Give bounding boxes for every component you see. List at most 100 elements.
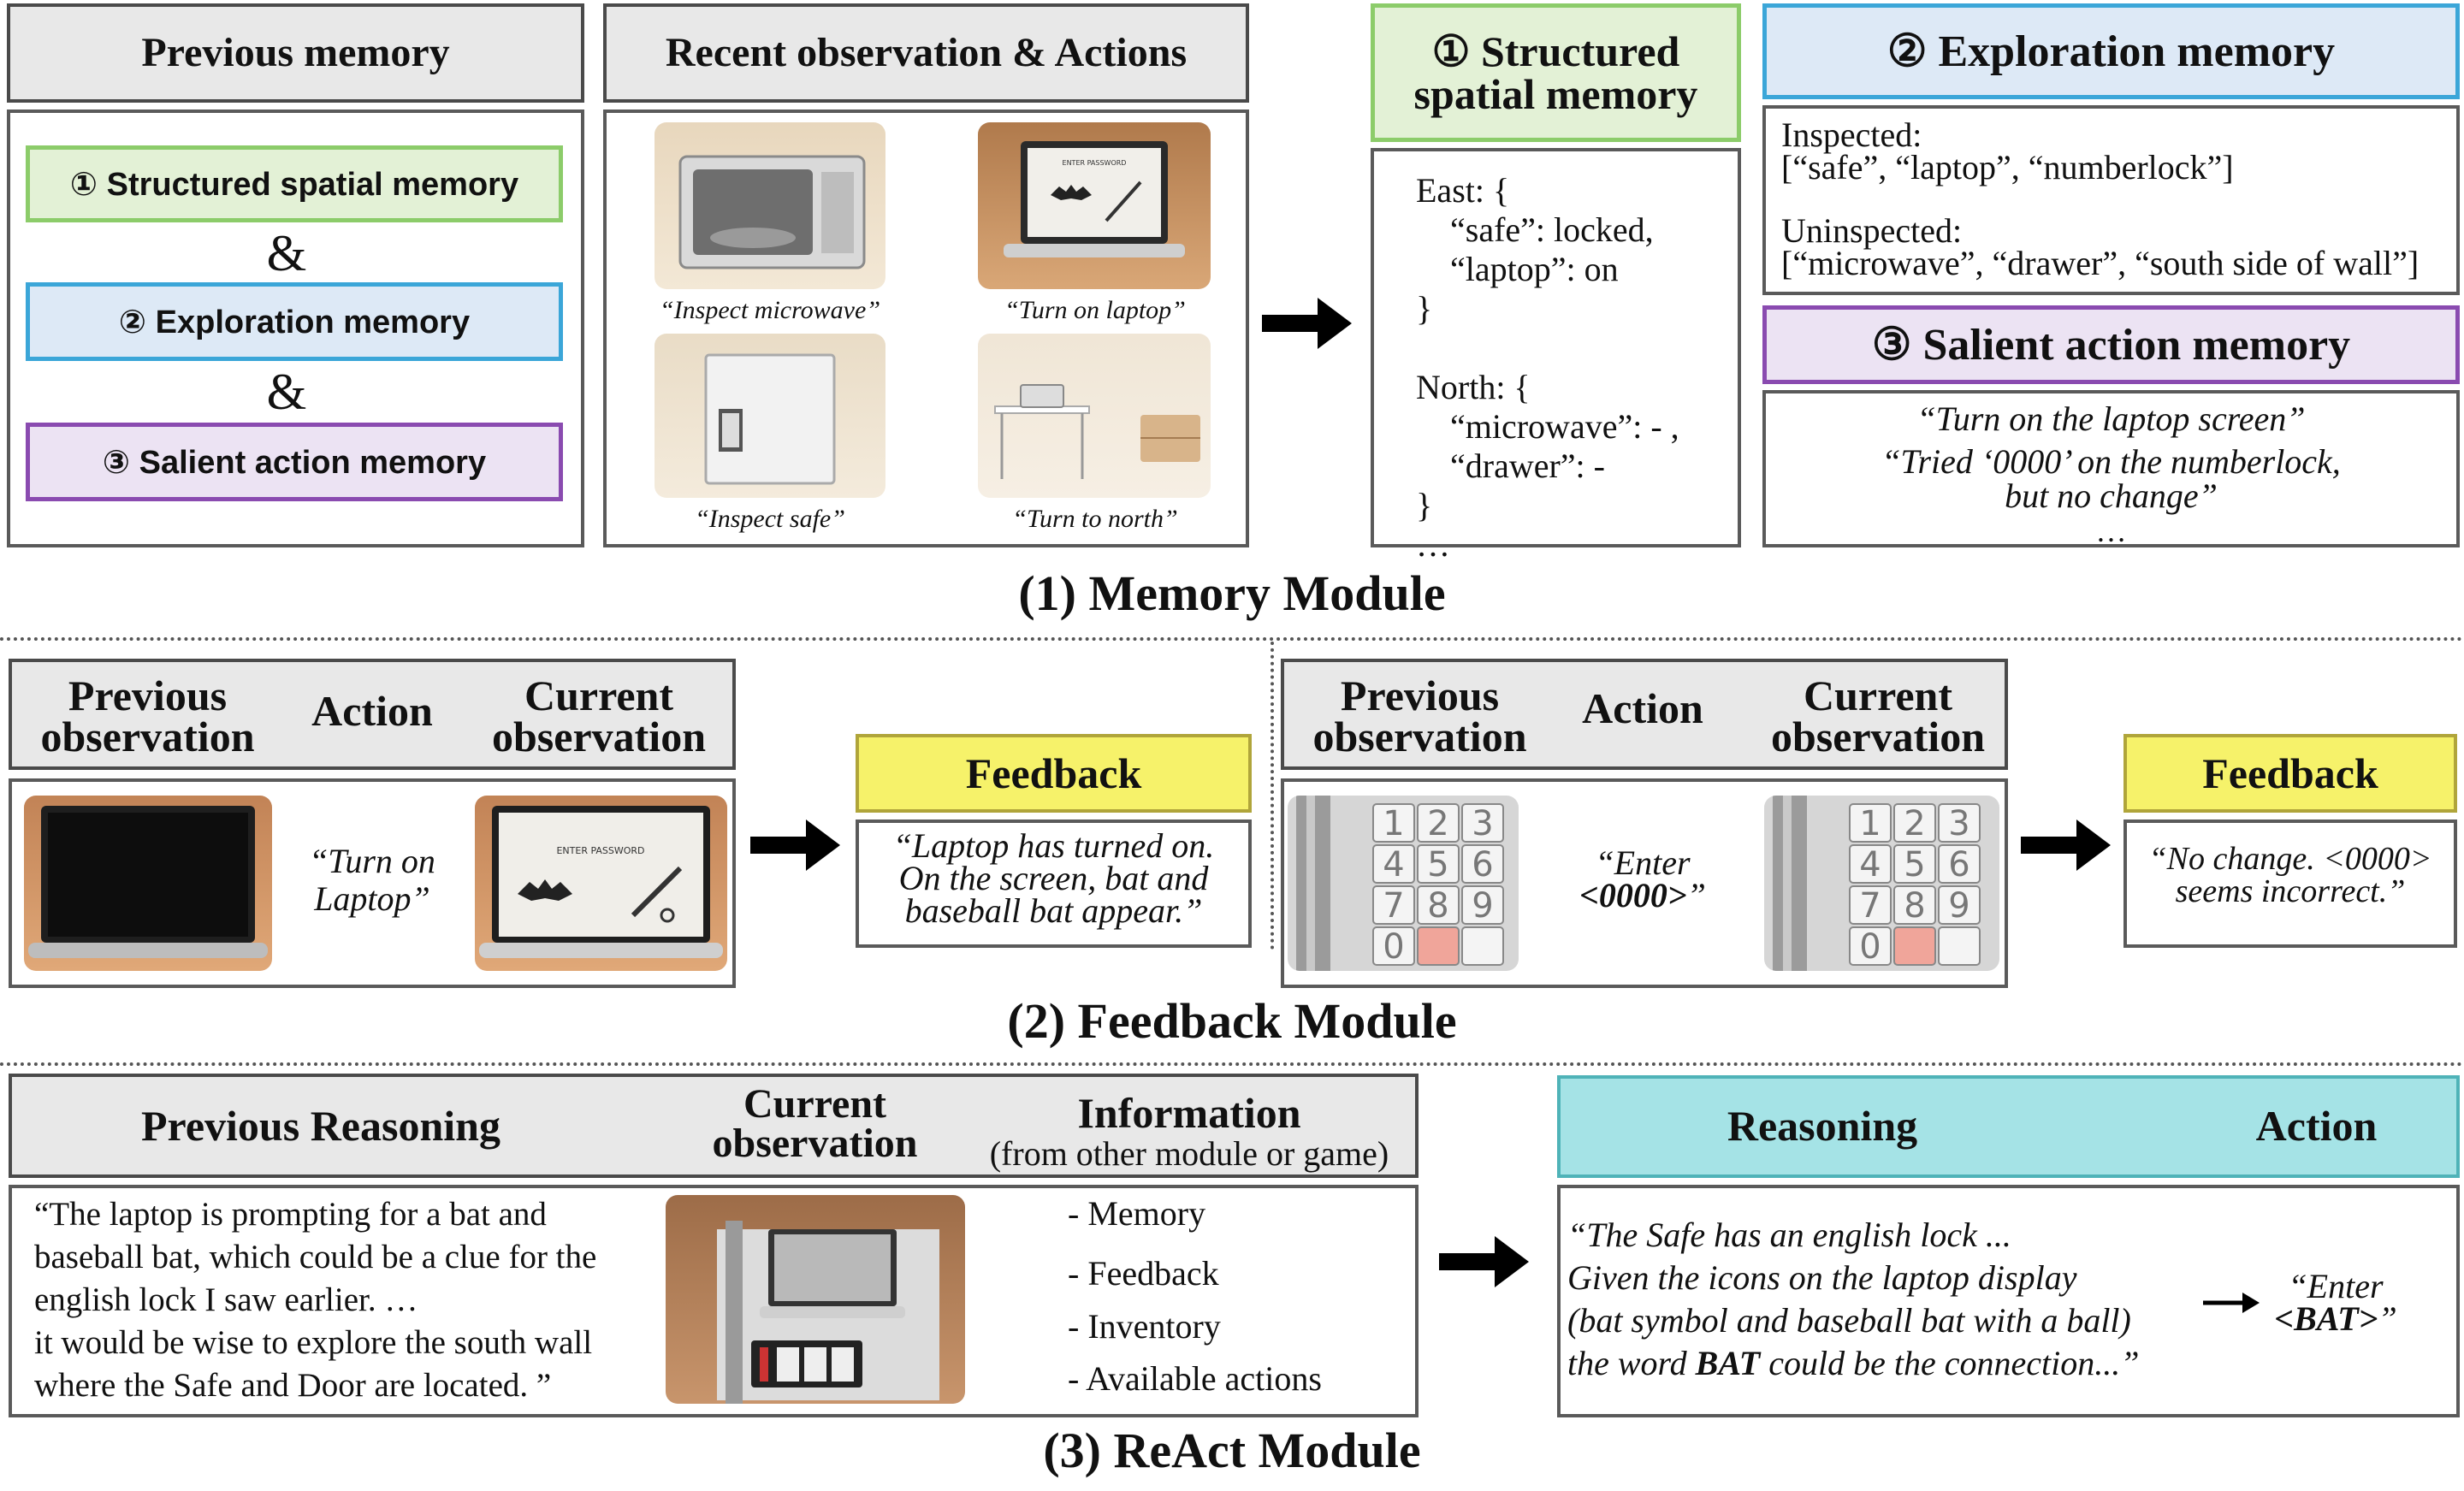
keypad-key xyxy=(1849,885,1892,925)
reasoning-line-4-pre: the word xyxy=(1567,1344,1696,1382)
feedback-right-action-label: Action xyxy=(1582,684,1703,732)
reasoning-line-4-bold: BAT xyxy=(1695,1344,1761,1382)
feedback-right-action-text: “Enter <0000>” xyxy=(1540,846,1745,914)
salient-action-memory-header: ③ Salient action memory xyxy=(1762,305,2460,384)
ampersand-2: & xyxy=(266,364,307,420)
caption-turn-to-north: “Turn to north” xyxy=(1012,505,1178,533)
keypad-key xyxy=(1372,885,1415,925)
keypad-key xyxy=(1893,844,1936,884)
safe-image xyxy=(654,334,886,498)
enter-word: “Enter xyxy=(1595,843,1691,882)
previous-reasoning-text: “The laptop is prompting for a bat and b… xyxy=(34,1196,597,1404)
reasoning-line-2: Given the icons on the laptop display xyxy=(1567,1258,2077,1297)
structured-spatial-memory-pill: ① Structured spatial memory xyxy=(26,145,563,222)
feedback-left-curr-obs-label: Current observation xyxy=(492,672,706,760)
info-item-memory: - Memory xyxy=(1068,1194,1206,1233)
memory-module-title: (1) Memory Module xyxy=(1018,565,1446,621)
keypad-key xyxy=(1372,803,1415,843)
keypad-key-label: 7 xyxy=(1383,886,1404,926)
structured-spatial-memory-box xyxy=(1371,148,1741,547)
react-module-title: (3) ReAct Module xyxy=(1043,1423,1421,1478)
action-enter-word: “Enter xyxy=(2288,1267,2384,1305)
arrow-right-icon xyxy=(2021,819,2111,871)
structured-spatial-memory-header: ① Structured spatial memory xyxy=(1371,3,1741,142)
enter-close-quote: ” xyxy=(1686,876,1706,914)
keypad-key-label: 5 xyxy=(1427,845,1448,885)
feedback-left-text-box xyxy=(856,819,1252,948)
laptop-drawing: ENTER PASSWORD xyxy=(1004,141,1185,257)
keypad-key-label: 0 xyxy=(1383,927,1404,967)
keypad-key xyxy=(1893,803,1936,843)
arrow-right-icon xyxy=(750,819,840,871)
laptop-on-screen-text: ENTER PASSWORD xyxy=(556,845,644,856)
keypad-key xyxy=(1938,844,1981,884)
exploration-memory-box xyxy=(1762,105,2460,295)
laptop-on-image: ENTER PASSWORD xyxy=(475,796,727,971)
info-item-inventory: - Inventory xyxy=(1068,1307,1221,1346)
keypad-key-label: 2 xyxy=(1427,804,1448,843)
keypad-key-label: 1 xyxy=(1859,804,1881,843)
keypad-key xyxy=(1417,926,1460,966)
laptop-on-drawing: ENTER PASSWORD xyxy=(479,806,723,958)
feedback-left-action-label: Action xyxy=(311,687,433,735)
uninspected-label: Uninspected: xyxy=(1781,211,1963,250)
keypad-key-label: 7 xyxy=(1859,886,1881,926)
laptop-off-drawing xyxy=(28,806,268,958)
keypad-key-label: 9 xyxy=(1948,886,1969,926)
uninspected-items: [“microwave”, “drawer”, “south side of w… xyxy=(1781,244,2420,282)
small-arrow-right-icon xyxy=(2203,1293,2260,1313)
keypad-key-label: 3 xyxy=(1948,804,1969,843)
information-header: Information xyxy=(1077,1089,1301,1137)
keypad-key-label: 4 xyxy=(1859,845,1881,885)
action-code: <BAT> xyxy=(2274,1299,2378,1338)
keypad-key xyxy=(1417,803,1460,843)
keypad-key xyxy=(1372,926,1415,966)
current-observation-header: Current observation xyxy=(712,1081,918,1166)
keypad-key-label: 1 xyxy=(1383,804,1404,843)
react-action-text: “Enter <BAT>” xyxy=(2250,1267,2421,1338)
vertical-divider xyxy=(1270,642,1274,950)
structured-spatial-memory-text: East: { “safe”: locked, “laptop”: on } N… xyxy=(1416,171,1679,564)
keypad-key xyxy=(1849,803,1892,843)
north-drawing xyxy=(994,384,1200,479)
feedback-left-header-label: Feedback xyxy=(856,734,1252,813)
keypad-key xyxy=(1461,926,1504,966)
salient-line-4: … xyxy=(2095,514,2127,548)
react-right-box xyxy=(1557,1185,2460,1417)
reasoning-line-1: “The Safe has an english lock ... xyxy=(1567,1216,2011,1254)
arrow-right-icon xyxy=(1262,298,1352,349)
current-observation-image xyxy=(666,1195,965,1404)
action-close-quote: ” xyxy=(2378,1299,2397,1338)
keypad-key xyxy=(1417,885,1460,925)
reasoning-line-4-post: could be the connection...” xyxy=(1760,1344,2140,1382)
react-right-header xyxy=(1557,1075,2460,1178)
keypad-key xyxy=(1893,885,1936,925)
keypad-key-label: 4 xyxy=(1383,845,1404,885)
inspected-label: Inspected: xyxy=(1781,115,1922,154)
caption-inspect-microwave: “Inspect microwave” xyxy=(659,296,881,324)
feedback-left-action-text: “Turn on Laptop” xyxy=(309,842,435,918)
salient-action-memory-pill: ③ Salient action memory xyxy=(26,423,563,501)
salient-line-3: but no change” xyxy=(2005,476,2218,515)
exploration-memory-header: ② Exploration memory xyxy=(1762,3,2460,99)
feedback-module-title: (2) Feedback Module xyxy=(1007,993,1457,1049)
exploration-memory-pill: ② Exploration memory xyxy=(26,282,563,361)
reasoning-line-4: the word BAT could be the connection...” xyxy=(1567,1343,2139,1383)
salient-line-2: “Tried ‘0000’ on the numberlock, xyxy=(1881,442,2341,481)
action-header: Action xyxy=(2255,1102,2378,1150)
microwave-drawing xyxy=(678,155,866,269)
keypad-key-label: 8 xyxy=(1904,886,1925,926)
divider-2 xyxy=(0,1062,2464,1066)
keypad-key-label: 8 xyxy=(1427,886,1448,926)
feedback-right-text: “No change. <0000> seems incorrect.” xyxy=(2148,841,2432,909)
information-subheader: (from other module or game) xyxy=(989,1134,1389,1173)
reasoning-header: Reasoning xyxy=(1727,1102,1918,1150)
keypad-key xyxy=(1461,844,1504,884)
recent-observation-header: Recent observation & Actions xyxy=(603,3,1249,103)
caption-inspect-safe: “Inspect safe” xyxy=(695,505,845,533)
keypad-key-label: 3 xyxy=(1472,804,1493,843)
feedback-left-prev-obs-label: Previous observation xyxy=(40,672,255,760)
